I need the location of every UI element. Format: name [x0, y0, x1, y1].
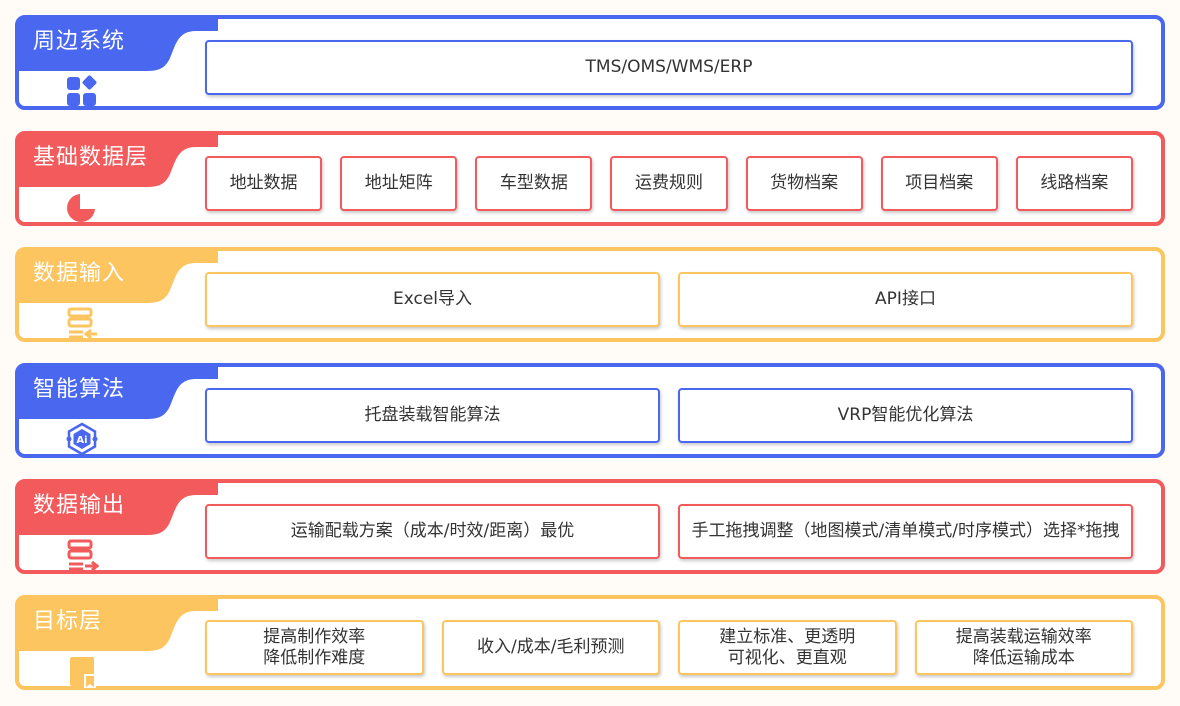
pie-chart-icon — [67, 194, 95, 222]
bookmark-doc-icon — [70, 657, 96, 688]
tab-shape — [18, 598, 218, 651]
layer-items: TMS/OMS/WMS/ERP — [205, 40, 1133, 95]
item-box: 货物档案 — [745, 156, 863, 211]
item-box: 运输配载方案（成本/时效/距离）最优 — [205, 504, 660, 559]
item-box: 线路档案 — [1015, 156, 1133, 211]
item-box: 提高制作效率 降低制作难度 — [205, 620, 424, 675]
layer-items: 运输配载方案（成本/时效/距离）最优 手工拖拽调整（地图模式/清单模式/时序模式… — [205, 504, 1133, 559]
layer-title: 周边系统 — [33, 29, 126, 54]
item-box: 建立标准、更透明 可视化、更直观 — [678, 620, 897, 675]
layer-smart-algorithm: 智能算法 Ai 托盘装载智能算法 VRP智能优化算法 — [15, 363, 1165, 458]
svg-text:Ai: Ai — [76, 435, 87, 446]
layer-title: 基础数据层 — [33, 145, 149, 170]
layer-peripheral-systems: 周边系统 TMS/OMS/WMS/ERP — [15, 15, 1165, 110]
item-box: 收入/成本/毛利预测 — [441, 620, 660, 675]
item-box: 地址数据 — [205, 156, 323, 211]
item-box: 手工拖拽调整（地图模式/清单模式/时序模式）选择*拖拽 — [678, 504, 1133, 559]
item-box: VRP智能优化算法 — [678, 388, 1133, 443]
item-box: 车型数据 — [475, 156, 593, 211]
item-box: API接口 — [678, 272, 1133, 327]
layer-items: 提高制作效率 降低制作难度 收入/成本/毛利预测 建立标准、更透明 可视化、更直… — [205, 620, 1133, 675]
tab-shape — [18, 134, 218, 187]
layer-items: 地址数据 地址矩阵 车型数据 运费规则 货物档案 项目档案 线路档案 — [205, 156, 1133, 211]
layer-data-input: 数据输入 Excel导入 API接口 — [15, 247, 1165, 342]
item-box: 运费规则 — [610, 156, 728, 211]
ai-chip-icon: Ai — [66, 422, 98, 456]
layer-title: 目标层 — [33, 609, 103, 634]
list-import-icon — [67, 307, 97, 340]
item-box: 提高装载运输效率 降低运输成本 — [914, 620, 1133, 675]
item-box: 地址矩阵 — [340, 156, 458, 211]
tab-shape — [18, 366, 218, 419]
layer-base-data: 基础数据层 地址数据 地址矩阵 车型数据 运费规则 货物档案 项目档案 线路档案 — [15, 131, 1165, 226]
tab-shape — [18, 250, 218, 303]
layer-goals: 目标层 提高制作效率 降低制作难度 收入/成本/毛利预测 建立标准、更透明 可视… — [15, 595, 1165, 690]
tab-shape — [18, 18, 218, 71]
apps-grid-icon — [67, 75, 97, 106]
item-box: 托盘装载智能算法 — [205, 388, 660, 443]
item-box: 项目档案 — [880, 156, 998, 211]
layer-items: 托盘装载智能算法 VRP智能优化算法 — [205, 388, 1133, 443]
tab-shape — [18, 482, 218, 535]
layer-items: Excel导入 API接口 — [205, 272, 1133, 327]
item-box: TMS/OMS/WMS/ERP — [205, 40, 1133, 95]
layer-data-output: 数据输出 运输配载方案（成本/时效/距离）最优 手工拖拽调整（地图模式/清单模式… — [15, 479, 1165, 574]
layer-title: 智能算法 — [33, 377, 126, 402]
list-export-icon — [67, 539, 99, 572]
layer-title: 数据输出 — [33, 493, 126, 518]
layer-title: 数据输入 — [33, 261, 126, 286]
item-box: Excel导入 — [205, 272, 660, 327]
